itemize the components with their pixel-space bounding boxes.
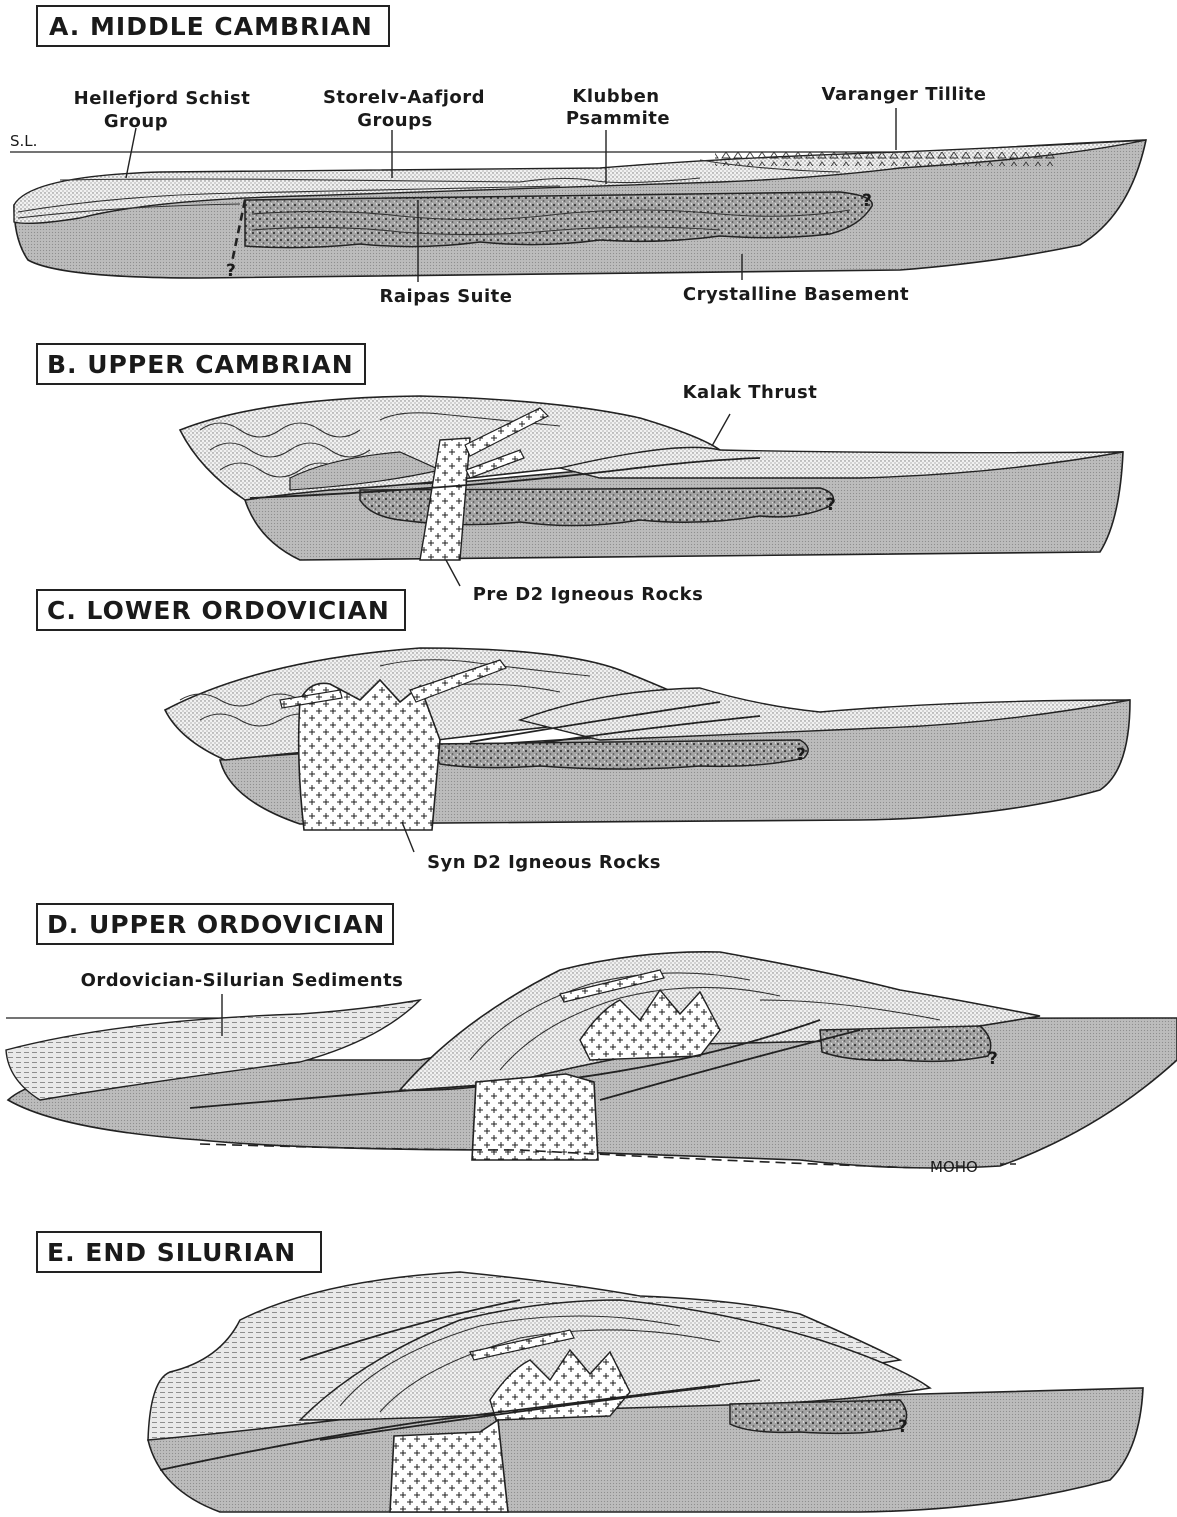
label-klubben-line1: Klubben <box>572 86 659 107</box>
query-mark-a-right: ? <box>862 191 872 211</box>
panel-b: B. UPPER CAMBRIAN ? Kalak Thrust Pre D2 … <box>37 344 1123 605</box>
raipas-suite-e <box>730 1400 907 1433</box>
sea-level-label: S.L. <box>10 132 37 150</box>
query-mark-d: ? <box>988 1049 998 1069</box>
label-hellefjord-line2: Group <box>104 111 168 132</box>
moho-label: MOHO <box>930 1158 978 1176</box>
pluton-d <box>472 1074 598 1160</box>
panel-a: A. MIDDLE CAMBRIAN S.L. ? ? Hellefjord S… <box>10 6 1146 307</box>
label-syn-d2: Syn D2 Igneous Rocks <box>427 852 661 873</box>
panel-c: C. LOWER ORDOVICIAN ? Syn D2 Igneous Roc… <box>37 590 1130 873</box>
query-mark-e: ? <box>898 1417 908 1437</box>
raipas-suite-c <box>430 740 808 769</box>
query-mark-b: ? <box>826 495 836 515</box>
panel-a-title: A. MIDDLE CAMBRIAN <box>49 12 373 41</box>
label-hellefjord-line1: Hellefjord Schist <box>74 88 251 109</box>
varanger-tillite-band <box>715 152 1055 166</box>
label-storelv-line2: Groups <box>357 110 432 131</box>
panel-e-title: E. END SILURIAN <box>47 1238 296 1267</box>
panel-d-title: D. UPPER ORDOVICIAN <box>47 910 385 939</box>
syn-d2-pluton <box>299 680 440 830</box>
query-mark-a-left: ? <box>226 261 236 281</box>
label-ord-sil: Ordovician-Silurian Sediments <box>81 970 404 991</box>
panel-d: D. UPPER ORDOVICIAN MOHO ? Ordovician-Si… <box>6 904 1177 1176</box>
label-storelv-line1: Storelv-Aafjord <box>323 87 485 108</box>
label-varanger: Varanger Tillite <box>822 84 987 105</box>
label-basement: Crystalline Basement <box>683 284 909 305</box>
label-raipas: Raipas Suite <box>380 286 513 307</box>
panel-b-title: B. UPPER CAMBRIAN <box>47 350 354 379</box>
label-kalak: Kalak Thrust <box>683 382 818 403</box>
panel-c-title: C. LOWER ORDOVICIAN <box>47 596 390 625</box>
query-mark-c: ? <box>796 745 806 765</box>
label-pre-d2: Pre D2 Igneous Rocks <box>473 584 704 605</box>
panel-e: E. END SILURIAN ? <box>37 1232 1143 1512</box>
raipas-suite-d <box>820 1026 991 1061</box>
label-klubben-line2: Psammite <box>566 108 670 129</box>
